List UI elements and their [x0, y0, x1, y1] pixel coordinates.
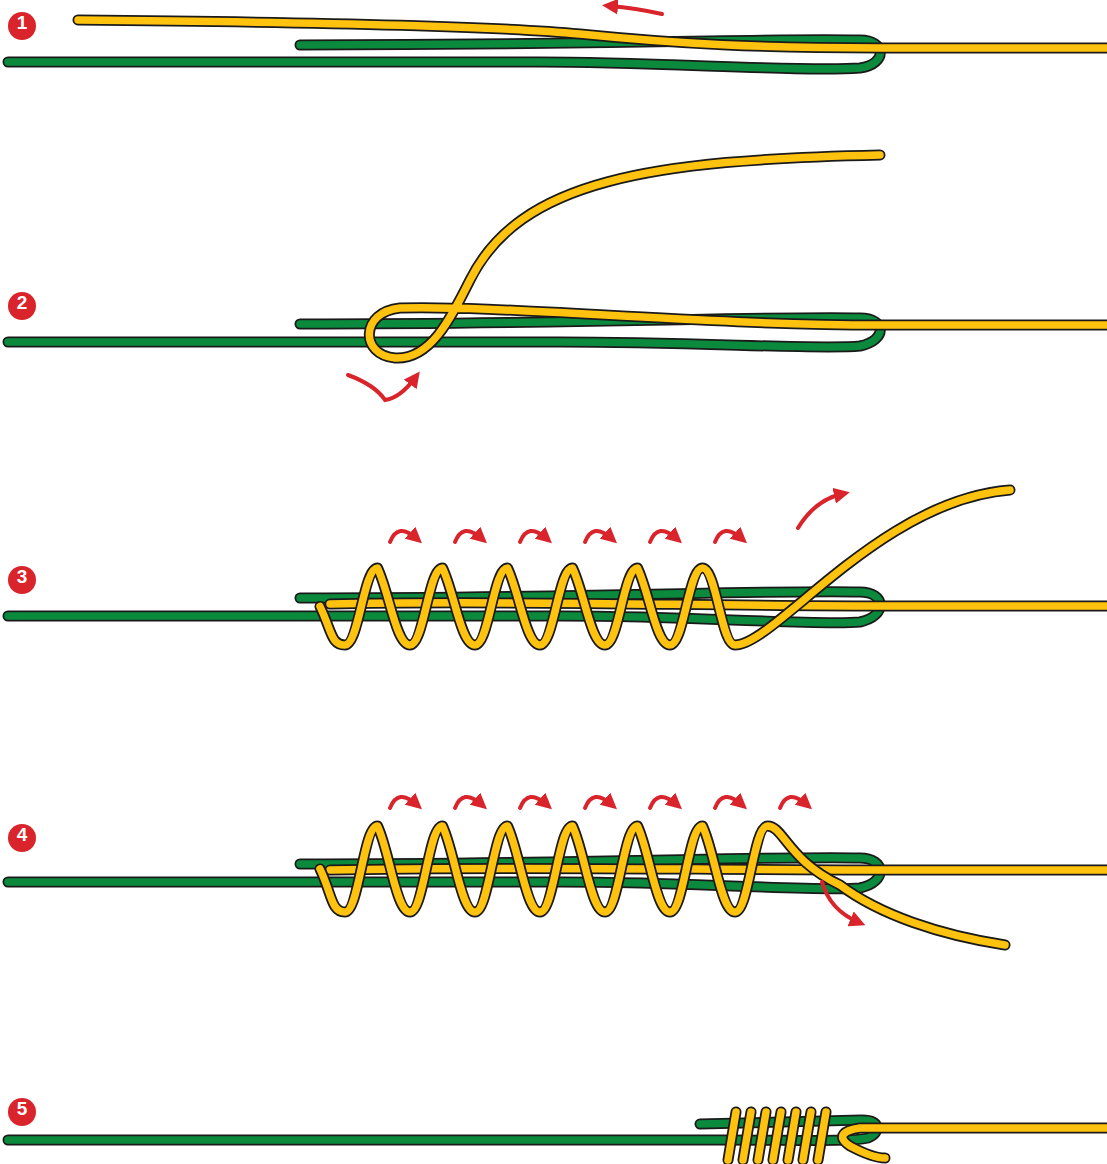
knot-wraps — [320, 490, 1010, 1160]
rope-outline — [320, 490, 1010, 645]
step-2-rope — [8, 155, 1107, 400]
rope-strand — [728, 1112, 736, 1160]
rope-outline — [728, 1112, 736, 1160]
rotation-arrow — [715, 797, 741, 808]
rope-outline — [320, 826, 1005, 945]
rotation-arrow — [455, 797, 481, 808]
rotation-arrow — [780, 797, 806, 808]
rotation-arrow — [585, 797, 611, 808]
rope-outline — [818, 1112, 826, 1160]
rope-strand — [743, 1112, 751, 1160]
rope-strand — [788, 1112, 796, 1160]
rotation-arrow — [520, 531, 546, 542]
rotation-arrow — [390, 797, 416, 808]
rope-outline — [773, 1112, 781, 1160]
rotation-arrow — [650, 531, 676, 542]
pull-arrow — [822, 882, 858, 922]
step-5-rope — [8, 1120, 1107, 1158]
rotation-arrow — [585, 531, 611, 542]
rope-outline — [743, 1112, 751, 1160]
rotation-arrow — [715, 531, 741, 542]
rotation-arrow — [520, 797, 546, 808]
rope-strand — [803, 1112, 811, 1160]
rope-strand — [758, 1112, 766, 1160]
direction-arrows — [390, 494, 858, 922]
step-number: 5 — [8, 1098, 36, 1126]
rotation-arrow — [455, 531, 481, 542]
rotation-arrow — [390, 531, 416, 542]
rope-strand — [818, 1112, 826, 1160]
step-1-rope — [8, 6, 1107, 69]
rotation-arrow — [650, 797, 676, 808]
step-number: 3 — [8, 566, 36, 594]
rope-strand — [773, 1112, 781, 1160]
rope-strand — [320, 826, 1005, 945]
rope-outline — [758, 1112, 766, 1160]
step-number: 4 — [8, 824, 36, 852]
step-badges — [8, 12, 36, 1126]
rope-outline — [803, 1112, 811, 1160]
rope-strand — [320, 490, 1010, 645]
rope-outline — [788, 1112, 796, 1160]
pull-arrow — [798, 494, 842, 528]
step-number: 1 — [8, 12, 36, 40]
step-number: 2 — [8, 292, 36, 320]
